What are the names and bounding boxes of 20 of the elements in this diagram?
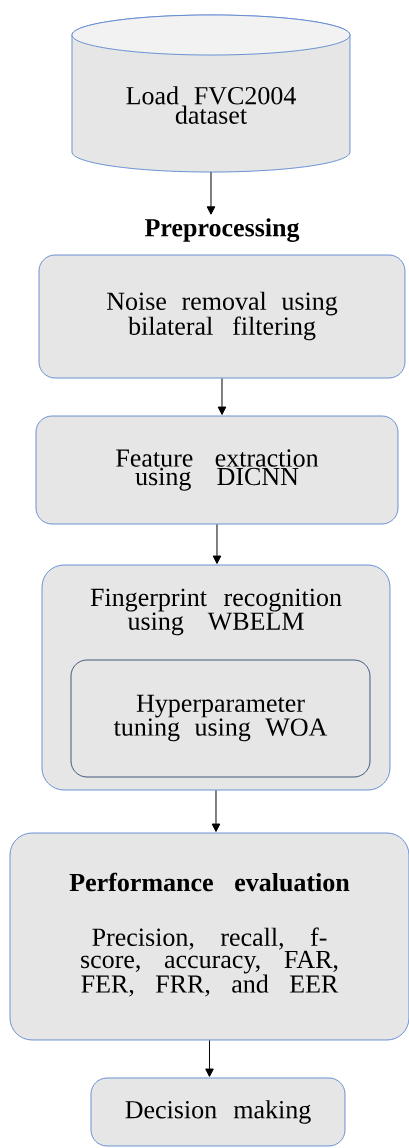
process-box xyxy=(38,218,406,379)
arrow xyxy=(205,1039,214,1077)
node-text: Load FVC2004 dataset xyxy=(126,86,296,124)
arrow xyxy=(211,789,221,832)
arrow xyxy=(212,523,222,564)
node-text: Decision making xyxy=(125,1100,311,1124)
cylinder xyxy=(71,14,351,173)
arrow xyxy=(217,377,227,415)
process-box xyxy=(35,415,399,525)
heading: Preprocessing xyxy=(144,218,300,242)
arrow xyxy=(206,171,216,215)
process-box xyxy=(90,1077,346,1147)
node-text: Feature extraction using DICNN xyxy=(116,449,319,491)
node-text: Hyperparameter tuning using WOA xyxy=(113,694,328,742)
process-box xyxy=(9,832,409,1041)
node-text: Precision, recall, f-score, accuracy, FAR, FER, FRR, and EER xyxy=(81,927,339,997)
heading: Performance evaluation xyxy=(69,872,350,892)
inner-process-box xyxy=(70,659,371,778)
node-text: Noise removal using bilateral filtering xyxy=(107,291,338,341)
node-text: Fingerprint recognition using WBELM xyxy=(90,588,342,636)
